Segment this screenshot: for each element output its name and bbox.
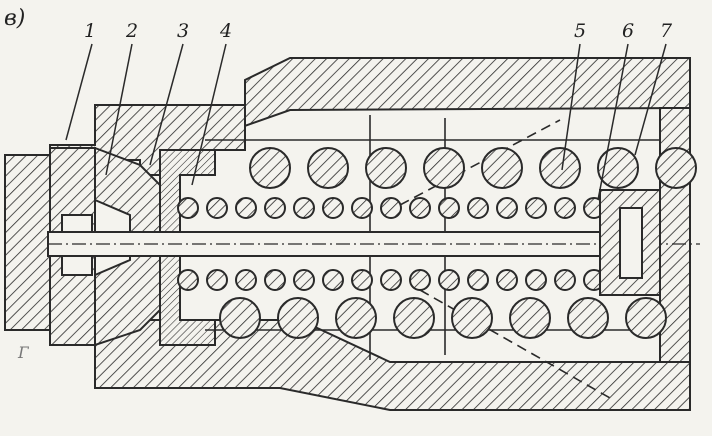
inner-coil-bottom <box>206 269 228 291</box>
stray-mark: Г <box>18 343 29 362</box>
part-number-5: 5 <box>574 20 587 42</box>
outer-coil-bottom <box>277 297 319 339</box>
inner-coil-bottom <box>264 269 286 291</box>
outer-coil-bottom <box>393 297 435 339</box>
leader-lines <box>65 43 667 201</box>
outer-coil-top <box>481 147 523 189</box>
part-number-1: 1 <box>84 20 97 42</box>
outer-coil-bottom <box>509 297 551 339</box>
outer-coil-bottom <box>451 297 493 339</box>
inner-coil-bottom <box>554 269 576 291</box>
inner-coil-top <box>409 197 431 219</box>
inner-coil-bottom <box>438 269 460 291</box>
central-rod <box>47 231 700 257</box>
part-number-4: 4 <box>220 20 233 42</box>
inner-coil-bottom <box>525 269 547 291</box>
outer-coil-top <box>249 147 291 189</box>
inner-coil-top <box>438 197 460 219</box>
part-number-7: 7 <box>660 20 673 42</box>
inner-coil-bottom <box>293 269 315 291</box>
inner-coil-bottom <box>467 269 489 291</box>
outer-coil-top <box>655 147 697 189</box>
outer-coil-bottom <box>567 297 609 339</box>
inner-coil-bottom <box>177 269 199 291</box>
inner-coil-top <box>496 197 518 219</box>
part-number-3: 3 <box>177 20 190 42</box>
bolt-head <box>599 189 661 296</box>
inner-coil-top <box>206 197 228 219</box>
inner-coil-bottom <box>380 269 402 291</box>
inner-coil-top <box>525 197 547 219</box>
end-nut <box>4 147 96 346</box>
part-number-6: 6 <box>622 20 635 42</box>
part-number-2: 2 <box>126 20 139 42</box>
spring-cup <box>159 149 216 346</box>
dashed-guides <box>399 119 611 399</box>
figure-letter: в) <box>4 6 26 31</box>
outer-coil-top <box>307 147 349 189</box>
outer-coil-bottom <box>335 297 377 339</box>
inner-coil-bottom <box>235 269 257 291</box>
outer-coil-top <box>597 147 639 189</box>
inner-coil-top <box>351 197 373 219</box>
inner-coil-top <box>293 197 315 219</box>
inner-coil-bottom <box>496 269 518 291</box>
inner-coil-top <box>380 197 402 219</box>
outer-coil-bottom <box>219 297 261 339</box>
inner-coil-top <box>322 197 344 219</box>
outer-coil-top <box>365 147 407 189</box>
inner-coil-top <box>235 197 257 219</box>
inner-coil-bottom <box>351 269 373 291</box>
inner-coil-bottom <box>409 269 431 291</box>
outer-coil-top <box>539 147 581 189</box>
inner-coil-bottom <box>322 269 344 291</box>
inner-coil-top <box>554 197 576 219</box>
outer-coil-bottom <box>625 297 667 339</box>
inner-coil-top <box>264 197 286 219</box>
inner-coil-top <box>177 197 199 219</box>
outer-coil-top <box>423 147 465 189</box>
inner-coil-top <box>467 197 489 219</box>
outer-spring-coils <box>219 147 697 339</box>
